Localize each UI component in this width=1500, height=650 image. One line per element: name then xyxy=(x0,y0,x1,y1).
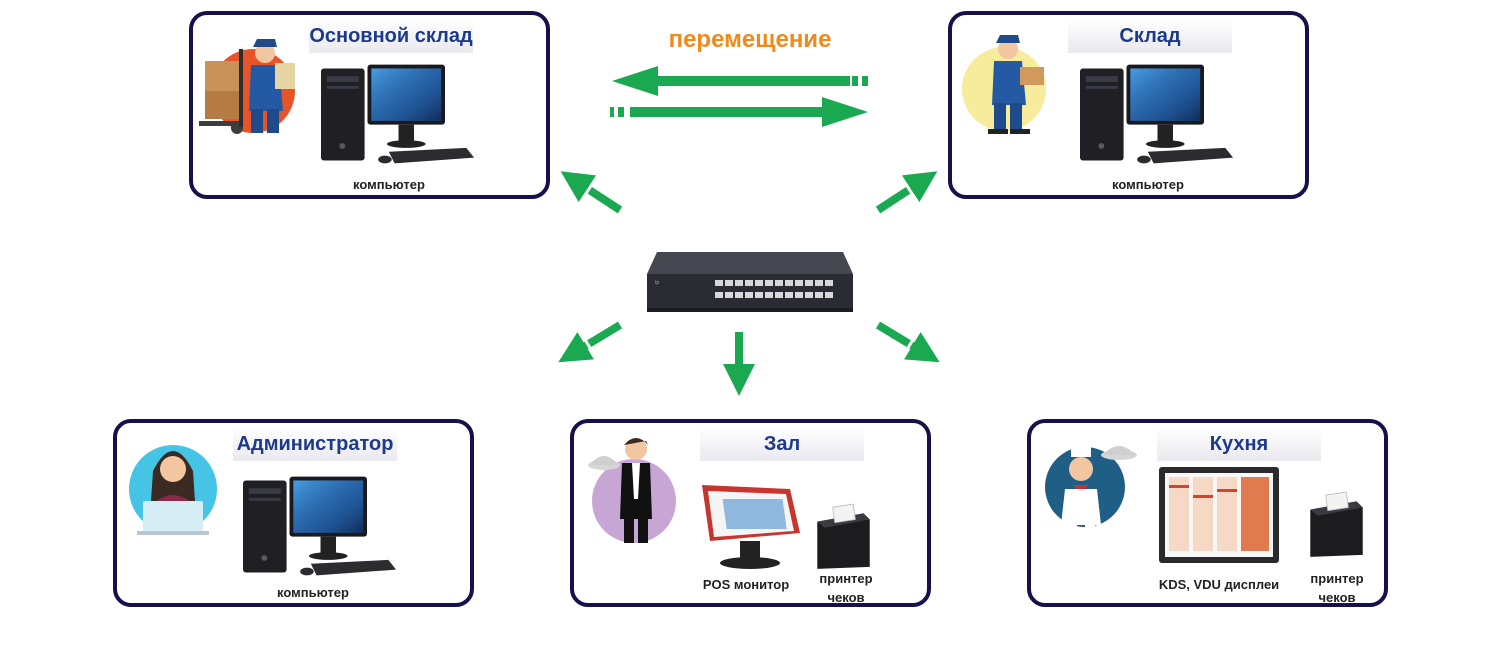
arrow-to-main-warehouse xyxy=(560,171,623,214)
hall-node: Зал POS монитор принтер чеков xyxy=(570,419,931,607)
kitchen-printer-label-2: чеков xyxy=(1318,590,1356,605)
hall-device-label: POS монитор xyxy=(702,577,790,592)
hall-title: Зал xyxy=(700,427,864,461)
main-warehouse-node: Основной склад компьютер xyxy=(189,11,550,199)
administrator-title: Администратор xyxy=(233,427,397,461)
hall-printer-label-1: принтер xyxy=(819,571,873,586)
movement-arrow-right xyxy=(610,97,868,127)
kitchen-device-label: KDS, VDU дисплеи xyxy=(1158,577,1280,592)
kitchen-node: Кухня KDS, VDU дисплеи xyxy=(1027,419,1388,607)
arrow-to-warehouse xyxy=(875,171,938,214)
main-warehouse-title: Основной склад xyxy=(309,19,473,53)
administrator-device-label: компьютер xyxy=(277,585,349,600)
arrow-to-kitchen xyxy=(875,321,940,363)
kitchen-title: Кухня xyxy=(1157,427,1321,461)
kitchen-printer-label-1: принтер xyxy=(1310,571,1364,586)
warehouse-title: Склад xyxy=(1068,19,1232,53)
movement-arrow-left xyxy=(612,66,868,96)
arrow-to-administrator xyxy=(558,321,623,363)
warehouse-node: Склад компьютер xyxy=(948,11,1309,199)
warehouse-device-label: компьютер xyxy=(1112,177,1184,192)
svg-text:tp: tp xyxy=(655,280,659,286)
hall-printer-label-2: чеков xyxy=(827,590,865,605)
movement-label: перемещение xyxy=(668,26,832,53)
administrator-node: Администратор компьютер xyxy=(113,419,474,607)
main-warehouse-device-label: компьютер xyxy=(353,177,425,192)
